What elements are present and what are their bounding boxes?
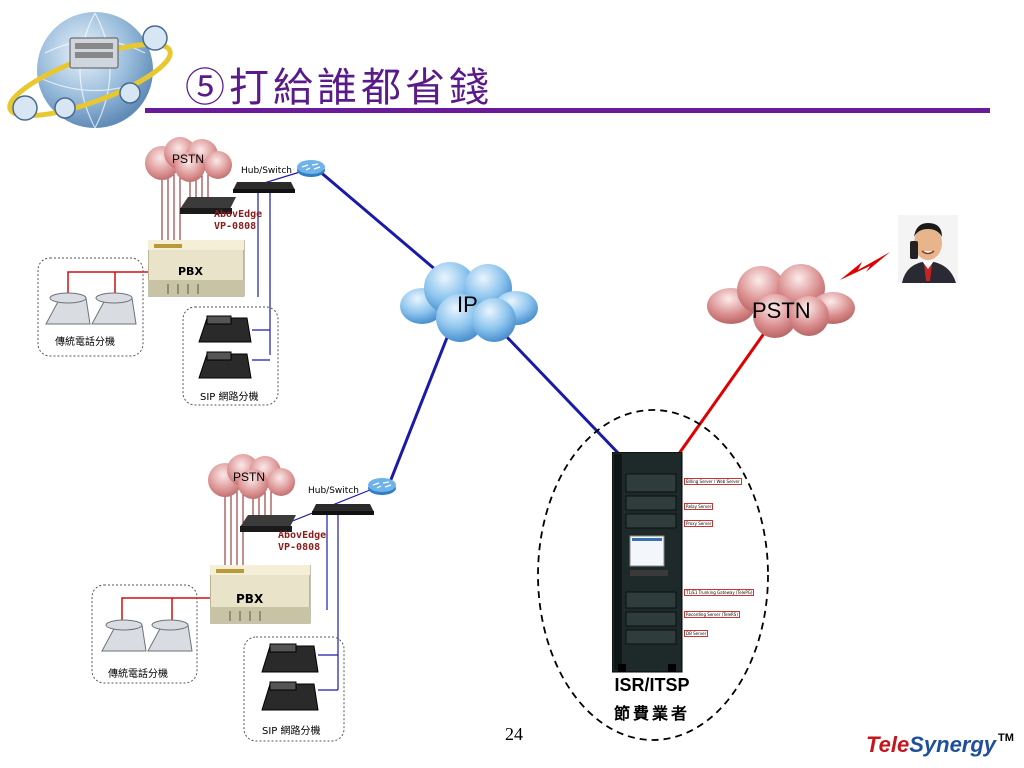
- gateway-bottom-model: AbovEdge: [278, 530, 327, 541]
- hub-switch-top-icon: [233, 182, 295, 193]
- pstn-cloud-top-icon: [145, 137, 232, 182]
- analog-phones-top-icon: [45, 292, 137, 325]
- isr-boundary: [537, 409, 769, 741]
- pbx-top-icon: [148, 240, 245, 297]
- brand-part1: Tele: [866, 732, 910, 757]
- analog-phones-bottom-icon: [101, 619, 193, 652]
- link-bottom-router-to-ip: [388, 329, 452, 483]
- server-label-relay: Relay Server: [684, 503, 714, 510]
- hub-switch-top-label: Hub/Switch: [241, 166, 292, 176]
- analog-group-bottom-label: 傳統電話分機: [108, 669, 168, 680]
- pstn-cloud-bottom-icon: [208, 454, 295, 499]
- pstn-core-label: PSTN: [752, 298, 811, 323]
- pstn-top-label: PSTN: [172, 152, 205, 166]
- server-label-db: DB Server: [684, 630, 709, 637]
- link-isr-to-pstn: [676, 324, 772, 456]
- server-label-proxy: Proxy Server: [684, 520, 714, 527]
- pbx-bottom-label: PBX: [236, 592, 264, 606]
- server-rack-icon: [612, 452, 683, 673]
- lightning-icon: [840, 252, 890, 280]
- server-label-gateway: T1/E1 Trunking Gateway (TelePG): [684, 589, 755, 596]
- gateway-bottom-model-number: VP-0808: [278, 542, 321, 553]
- link-top-router-to-ip: [317, 168, 451, 284]
- brand-part2: Synergy: [909, 732, 997, 757]
- slide-title: ⑤打給誰都省錢: [185, 65, 493, 111]
- brand-trademark: TM: [998, 732, 1014, 744]
- isr-sublabel: 節費業者: [613, 704, 690, 723]
- pbx-bottom-icon: [210, 565, 311, 624]
- pstn-bottom-label: PSTN: [233, 470, 266, 484]
- server-label-billing: Billing Server / Web Server: [684, 478, 742, 485]
- sip-group-bottom-label: SIP 網路分機: [262, 726, 321, 737]
- pbx-top-label: PBX: [178, 265, 203, 278]
- page-number: 24: [505, 724, 523, 744]
- router-top-icon: [297, 160, 325, 177]
- ip-cloud-icon: [400, 262, 538, 342]
- hub-switch-bottom-icon: [312, 504, 374, 515]
- sip-phones-bottom-icon: [261, 643, 319, 711]
- sip-group-top-label: SIP 網路分機: [200, 392, 259, 403]
- server-label-recording: Recording Server (TeleRS): [684, 611, 740, 618]
- gateway-top-model-number: VP-0808: [214, 221, 257, 232]
- pstn-cloud-core-icon: [707, 264, 855, 338]
- sip-phones-top-icon: [198, 315, 252, 379]
- globe-logo-icon: [7, 12, 173, 129]
- router-bottom-icon: [368, 478, 396, 495]
- gateway-bottom-icon: [240, 515, 296, 532]
- ip-cloud-label: IP: [457, 292, 478, 317]
- analog-group-top-label: 傳統電話分機: [55, 337, 115, 348]
- title-divider: [145, 108, 990, 113]
- gateway-top-model: AbovEdge: [214, 209, 263, 220]
- isr-label: ISR/ITSP: [614, 675, 690, 695]
- link-ip-to-isr: [503, 333, 622, 457]
- gateway-top-icon: [180, 197, 236, 214]
- hub-switch-bottom-label: Hub/Switch: [308, 486, 359, 496]
- caller-person-icon: [898, 215, 958, 283]
